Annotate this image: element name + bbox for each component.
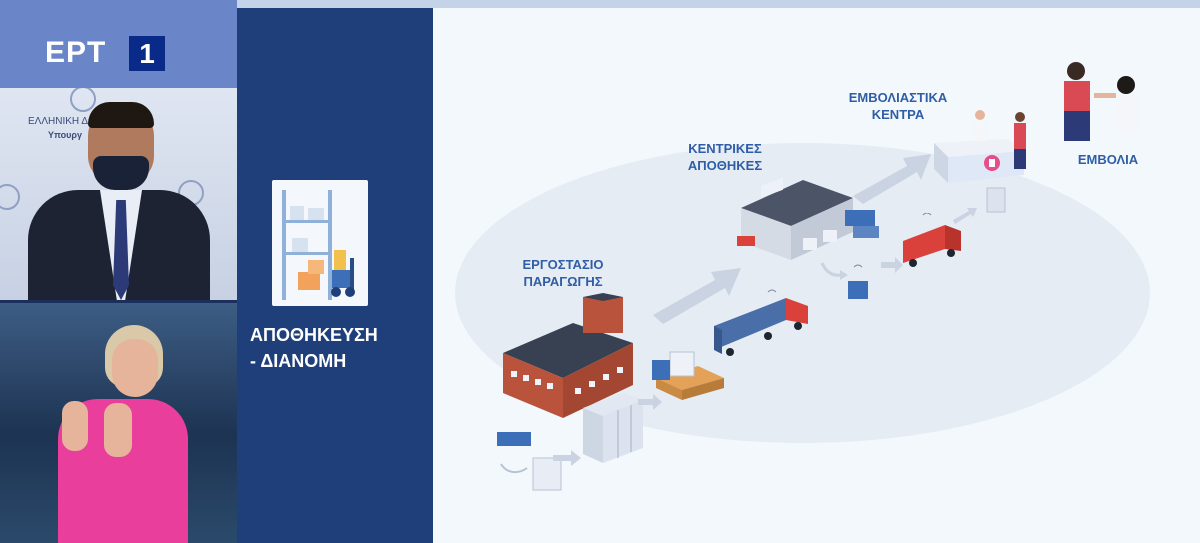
backdrop-text-org: ΕΛΛΗΝΙΚΗ Δ bbox=[28, 116, 88, 127]
interpreter-hand bbox=[62, 401, 88, 451]
warehouses-label-line1: ΚΕΝΤΡΙΚΕΣ bbox=[665, 140, 785, 157]
section-title: ΑΠΟΘΗΚΕΥΣΗ - ΔΙΑΝΟΜΗ bbox=[250, 322, 430, 374]
factory-label-line2: ΠΑΡΑΓΩΓΗΣ bbox=[503, 273, 623, 290]
vaccination-label: ΕΜΒΟΛΙΑ bbox=[1053, 151, 1163, 168]
factory-label-line1: ΕΡΓΟΣΤΑΣΙΟ bbox=[503, 256, 623, 273]
interpreter-hand bbox=[104, 403, 132, 457]
emblem-icon bbox=[0, 184, 20, 210]
vaccination-icon bbox=[1058, 53, 1153, 148]
backdrop-text-dept: Υπουργ bbox=[48, 130, 82, 140]
factory-label: ΕΡΓΟΣΤΑΣΙΟ ΠΑΡΑΓΩΓΗΣ bbox=[503, 256, 623, 290]
left-column: ΕΡΤ 1 ΕΛΛΗΝΙΚΗ Δ Υπουργ bbox=[0, 0, 237, 543]
truck-icon bbox=[708, 288, 823, 363]
flow-arrow-icon bbox=[953, 208, 979, 226]
top-strip bbox=[237, 0, 1200, 8]
section-title-line1: ΑΠΟΘΗΚΕΥΣΗ bbox=[250, 322, 430, 348]
flow-arrow-icon bbox=[553, 448, 583, 468]
speaker-hair bbox=[88, 102, 154, 128]
distribution-diagram: ΕΡΓΟΣΤΑΣΙΟ ΠΑΡΑΓΩΓΗΣ ΚΕΝΤΡΙΚΕΣ ΑΠΟΘΗΚΕΣ … bbox=[433, 8, 1200, 543]
speaker-mask bbox=[93, 156, 149, 190]
handling-icon bbox=[818, 253, 888, 313]
flow-arrow-icon bbox=[881, 256, 905, 274]
emblem-icon bbox=[70, 88, 96, 112]
vaccination-center-icon bbox=[928, 103, 1048, 188]
section-title-line2: - ΔΙΑΝΟΜΗ bbox=[250, 348, 430, 374]
speaker-video: ΕΛΛΗΝΙΚΗ Δ Υπουργ bbox=[0, 88, 237, 300]
channel-logo-bar: ΕΡΤ 1 bbox=[0, 0, 237, 88]
sign-interpreter-video bbox=[0, 303, 237, 543]
interpreter-face bbox=[112, 339, 158, 397]
warehouse-storage-icon bbox=[272, 180, 368, 306]
channel-logo-text: ΕΡΤ bbox=[45, 36, 106, 70]
channel-logo-number: 1 bbox=[129, 36, 165, 71]
